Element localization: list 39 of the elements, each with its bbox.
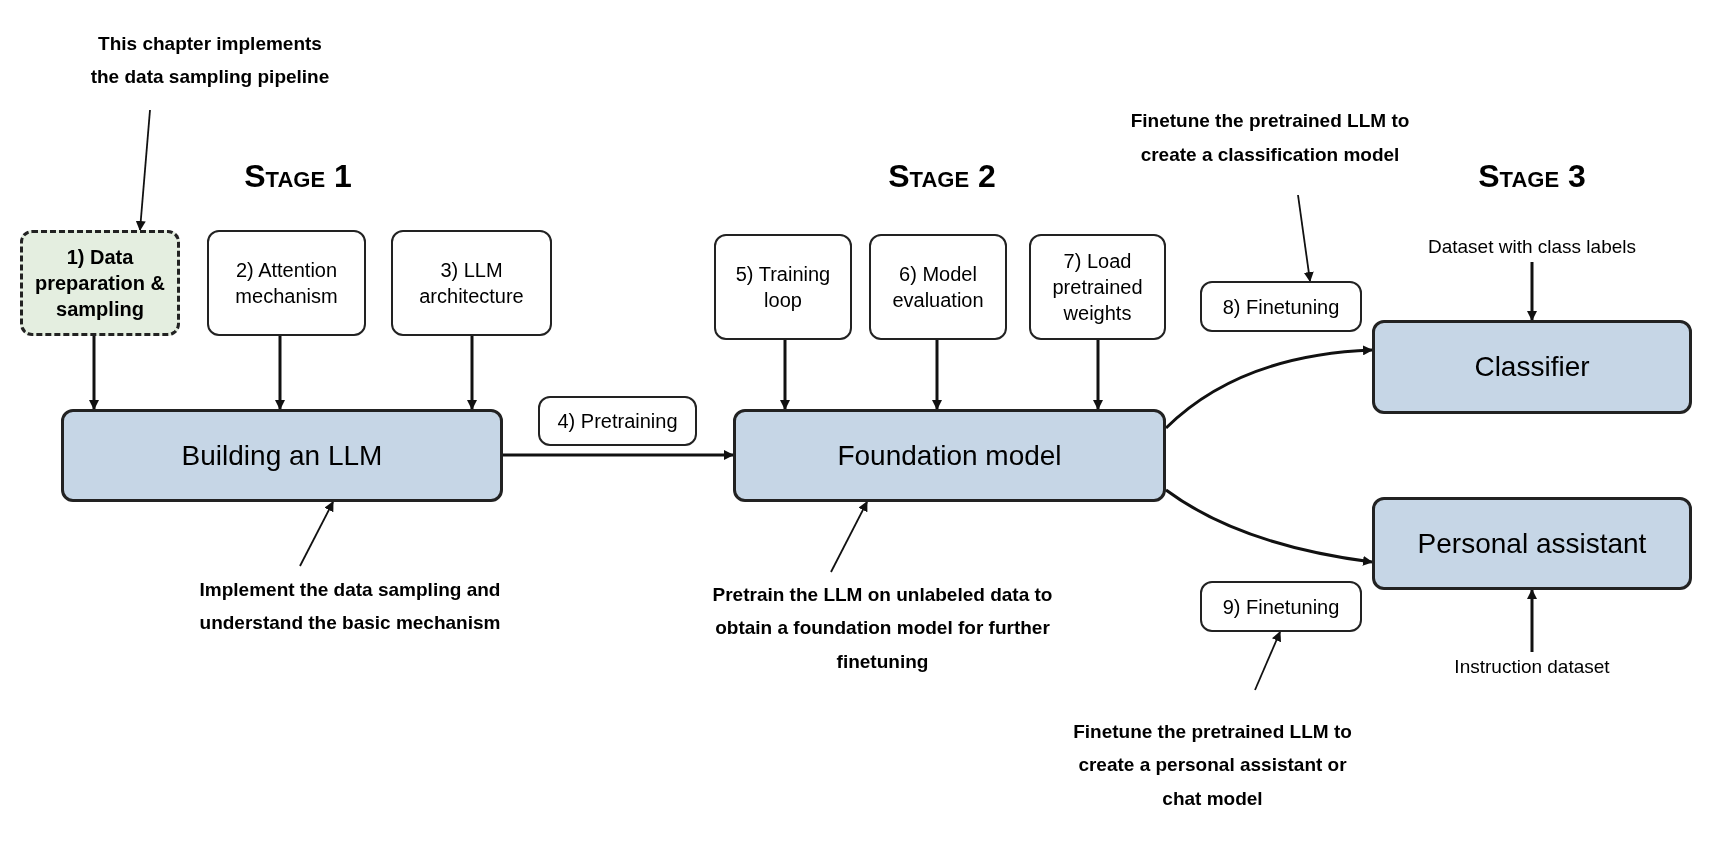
input-text: Instruction dataset [1420,652,1644,682]
annotation-text: Finetune the pretrained LLM to create a personal assistant or chat model [1070,690,1355,840]
arrow [932,340,942,410]
step-box: 7) Load pretrained weights [1029,234,1166,340]
arrow [89,336,99,410]
stage-box: Building an LLM [61,409,503,502]
leader-arrow [830,501,868,573]
stage-heading: Stage 1 [243,157,353,196]
stage-box: Classifier [1372,320,1692,414]
arrow [780,340,790,410]
arrow [1165,345,1373,430]
arrow [1527,262,1537,321]
leader-arrow [1254,631,1282,691]
annotation-text: Implement the data sampling and understand the basic mechanism [150,566,550,646]
stage-box: Foundation model [733,409,1166,502]
arrow [275,336,285,410]
stage-box: Personal assistant [1372,497,1692,590]
arrow [467,336,477,410]
input-text: Dataset with class labels [1390,232,1674,262]
annotation-text: Finetune the pretrained LLM to create a classification model [1125,80,1415,195]
highlighted-step-box: 1) Data preparation & sampling [20,230,180,336]
stage-heading: Stage 2 [887,157,997,196]
step-box: 5) Training loop [714,234,852,340]
leader-arrow [1297,194,1314,282]
annotation-text: Pretrain the LLM on unlabeled data to obtain a foundation model for further finetuning [700,572,1065,684]
step-box: 3) LLM architecture [391,230,552,336]
arrow [1527,589,1537,652]
arrow [503,450,734,460]
arrow [1165,488,1373,566]
annotation-text: This chapter implements the data sampling pipeline [90,10,330,110]
leader-arrow [135,109,151,231]
step-box: 6) Model evaluation [869,234,1007,340]
step-box: 2) Attention mechanism [207,230,366,336]
step-box: 9) Finetuning [1200,581,1362,632]
stage-heading: Stage 3 [1477,157,1587,196]
step-box: 8) Finetuning [1200,281,1362,332]
leader-arrow [299,501,334,567]
step-box: 4) Pretraining [538,396,697,446]
arrow [1093,340,1103,410]
